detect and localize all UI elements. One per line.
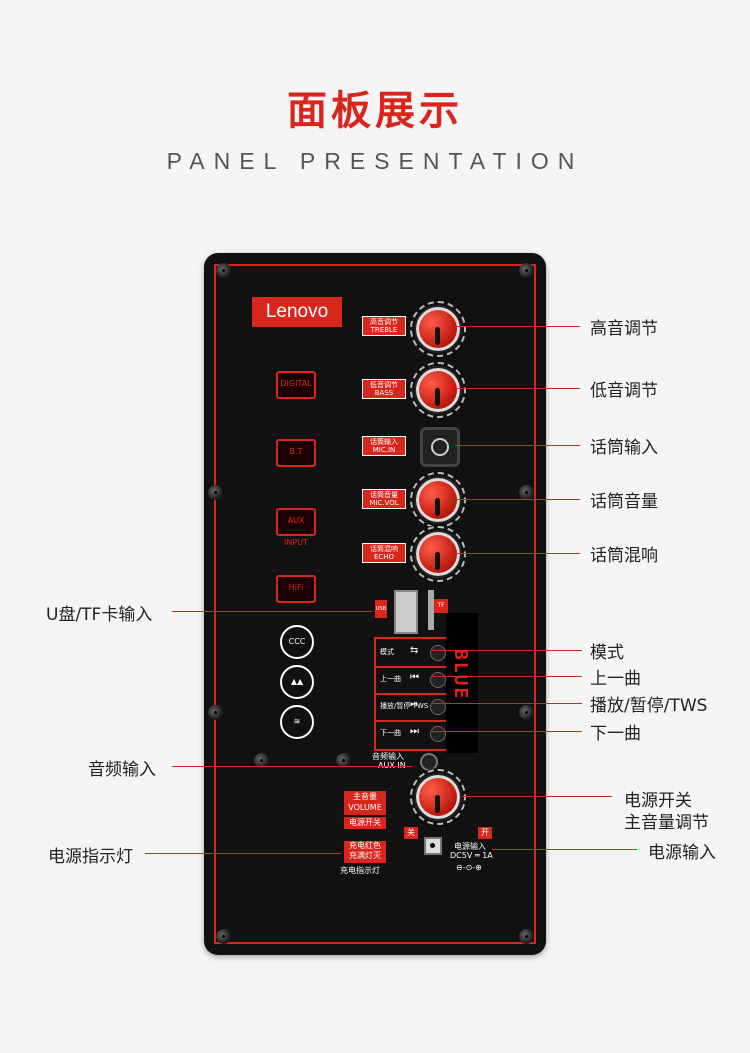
next-button[interactable]: [430, 726, 446, 742]
charge-indicator-label: 充电指示灯: [340, 866, 380, 875]
ccc-icon: CCC: [280, 625, 314, 659]
mic-vol-line: [455, 499, 580, 500]
echo-knob[interactable]: [410, 526, 466, 582]
mode-label: 模式: [380, 648, 394, 656]
mode-row: 模式 ⇆: [376, 639, 446, 668]
next-label: 下一曲: [380, 729, 401, 737]
callout-echo: 话筒混响: [590, 546, 658, 566]
callout-mode: 模式: [590, 643, 624, 663]
prev-button[interactable]: [430, 672, 446, 688]
next-icon: ⏭: [410, 726, 419, 737]
mode-icon: ⇆: [410, 645, 419, 656]
screw-icon: [519, 263, 534, 278]
aux-label-cn: 音频输入: [372, 752, 404, 761]
aux-line: [172, 766, 412, 767]
next-row: 下一曲 ⏭: [376, 720, 446, 747]
aux-label-en: AUX IN: [378, 761, 406, 770]
digital-icon: DIGITAL: [276, 371, 316, 399]
prev-row: 上一曲 ⏮: [376, 666, 446, 695]
bluetooth-icon: B.T: [276, 439, 316, 467]
led-display: BLUE: [446, 613, 478, 753]
screw-icon: [336, 753, 351, 768]
power-switch[interactable]: [424, 837, 442, 855]
prev-icon: ⏮: [410, 672, 419, 683]
play-row: 播放/暂停 TWS ⏯: [376, 693, 446, 722]
callout-power-switch: 电源开关: [624, 791, 692, 811]
charge-tag: 充电红色充满灯灭: [344, 841, 386, 863]
tf-tag: TF: [434, 599, 448, 613]
echo-line: [455, 553, 580, 554]
screw-icon: [216, 929, 231, 944]
power-switch-tag: 电源开关: [344, 817, 386, 829]
screw-icon: [519, 929, 534, 944]
on-tag: 开: [478, 827, 492, 839]
callout-power-input: 电源输入: [648, 843, 716, 863]
panel-border: [214, 264, 536, 944]
power-polarity-icon: ⊖-⊙-⊕: [456, 863, 482, 872]
power-spec: DC5V ═ 1A: [450, 851, 493, 860]
bass-knob[interactable]: [410, 362, 466, 418]
screw-icon: [208, 485, 223, 500]
callout-next: 下一曲: [590, 724, 641, 744]
callout-treble: 高音调节: [590, 319, 658, 339]
callout-power-indicator: 电源指示灯: [48, 847, 133, 867]
callout-prev: 上一曲: [590, 669, 641, 689]
bass-line: [455, 388, 580, 389]
screw-icon: [254, 753, 269, 768]
next-line: [432, 731, 582, 732]
prev-label: 上一曲: [380, 675, 401, 683]
treble-line: [455, 326, 580, 327]
callout-mic-in: 话筒输入: [590, 438, 658, 458]
usb-tf-line: [172, 611, 372, 612]
callout-usb-tf: U盘/TF卡输入: [46, 605, 153, 625]
callout-aux: 音频输入: [88, 760, 156, 780]
control-box: 模式 ⇆ 上一曲 ⏮ 播放/暂停 TWS ⏯ 下一曲 ⏭: [374, 637, 448, 751]
usb-port[interactable]: [394, 590, 418, 634]
brand-logo: Lenovo: [252, 297, 342, 327]
callout-bass: 低音调节: [590, 381, 658, 401]
callout-play: 播放/暂停/TWS: [590, 696, 708, 716]
play-label: 播放/暂停 TWS: [380, 702, 429, 710]
mic-in-line: [455, 445, 580, 446]
display-text: BLUE: [450, 649, 471, 701]
mic-input-jack[interactable]: [420, 427, 460, 467]
power-input-label: 电源输入: [454, 842, 486, 851]
screw-icon: [519, 485, 534, 500]
page-subtitle: PANEL PRESENTATION: [166, 148, 584, 174]
power-switch-line: [462, 796, 612, 797]
mode-button[interactable]: [430, 645, 446, 661]
callout-main-volume: 主音量调节: [624, 813, 709, 833]
callout-mic-vol: 话筒音量: [590, 492, 658, 512]
page-title: 面板展示: [287, 88, 463, 134]
play-pause-button[interactable]: [430, 699, 446, 715]
off-tag: 关: [404, 827, 418, 839]
altitude-icon: ▲▲: [280, 665, 314, 699]
main-volume-knob[interactable]: [410, 769, 466, 825]
climate-icon: ≋: [280, 705, 314, 739]
screw-icon: [208, 705, 223, 720]
play-line: [432, 703, 582, 704]
mode-line: [432, 650, 582, 651]
screw-icon: [519, 705, 534, 720]
hifi-icon: HiFi: [276, 575, 316, 603]
play-pause-icon: ⏯: [410, 699, 418, 710]
prev-line: [432, 676, 582, 677]
screw-icon: [216, 263, 231, 278]
power-input-line: [492, 849, 637, 850]
usb-tag: USB: [375, 600, 387, 618]
aux-input-icon: AUX INPUT: [276, 508, 316, 547]
mic-volume-knob[interactable]: [410, 472, 466, 528]
treble-knob[interactable]: [410, 301, 466, 357]
power-indicator-line: [145, 853, 341, 854]
tf-card-slot[interactable]: [428, 590, 434, 630]
